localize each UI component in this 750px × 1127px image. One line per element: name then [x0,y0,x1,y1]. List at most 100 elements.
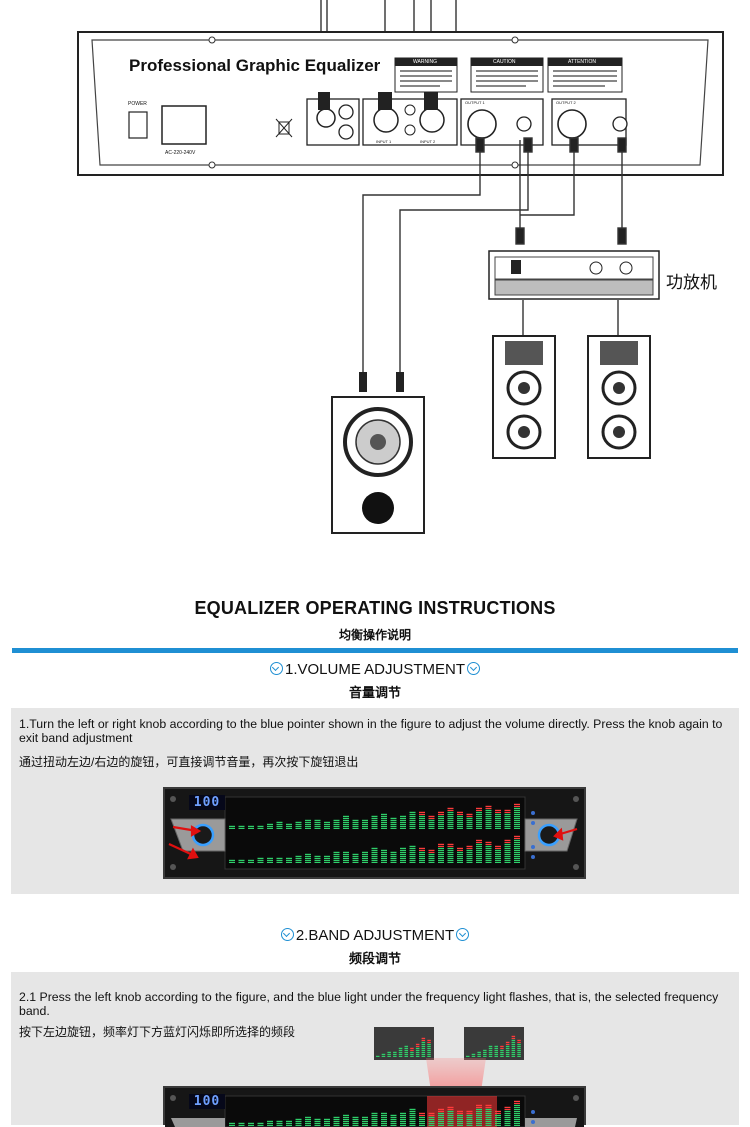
meter-segment [248,825,254,827]
meter-segment [428,859,435,861]
meter-segment [466,857,473,859]
meter-segment [476,839,482,841]
panel-title: Professional Graphic Equalizer [129,56,381,75]
meter-segment [438,1112,444,1114]
meter-segment [500,1045,504,1047]
meter-segment [286,823,292,825]
meter-segment [276,821,283,823]
meter-segment [457,1116,463,1118]
meter-segment [362,823,368,825]
meter-segment [390,817,397,819]
meter-segment [428,815,435,817]
meter-segment [409,821,416,823]
meter-segment [514,817,520,819]
meter-segment [267,861,273,863]
meter-segment [485,1118,492,1120]
meter-segment [495,845,501,847]
meter-segment [409,1110,416,1112]
meter-segment [485,805,492,807]
meter-segment [476,1106,482,1108]
meter-segment [476,1114,482,1116]
meter-segment [381,859,387,861]
meter-segment [514,837,520,839]
meter-segment [485,859,492,861]
meter-segment [488,1045,493,1047]
meter-segment [427,1051,431,1053]
meter-segment [305,853,311,855]
meter-segment [362,1116,368,1118]
meter-segment [514,821,520,823]
meter-segment [390,851,397,853]
meter-segment [504,857,511,859]
meter-segment [381,819,387,821]
meter-segment [466,853,473,855]
meter-segment [466,861,473,863]
meter-segment [305,1116,311,1118]
meter-segment [476,817,482,819]
meter-segment [500,1053,504,1055]
meter-segment [485,1106,492,1108]
meter-segment [362,861,368,863]
meter-segment [428,1116,435,1118]
left-knob[interactable] [191,823,215,847]
meter-segment [352,1120,359,1122]
meter-segment [514,1102,520,1104]
instructions-subtitle: 均衡操作说明 [338,628,411,642]
meter-segment [466,1110,473,1112]
meter-segment [511,1037,516,1039]
meter-segment [428,1122,435,1124]
meter-segment [352,1116,359,1118]
meter-segment [514,1110,520,1112]
meter-segment [333,1120,340,1122]
meter-segment [409,1114,416,1116]
meter-segment [400,855,406,857]
meter-segment [409,861,416,863]
meter-segment [419,861,425,863]
meter-segment [343,855,349,857]
meter-segment [476,843,482,845]
section1-title: 1.VOLUME ADJUSTMENT [0,661,750,678]
meter-segment [447,825,454,827]
meter-segment [305,1118,311,1120]
meter-segment [421,1049,426,1051]
meter-segment [314,1118,321,1120]
meter-segment [500,1047,504,1049]
meter-segment [447,849,454,851]
meter-segment [485,815,492,817]
meter-segment [419,851,425,853]
meter-segment [517,1055,521,1057]
meter-segment [314,1120,321,1122]
meter-segment [514,825,520,827]
meter-segment [371,817,378,819]
meter-segment [511,1053,516,1055]
meter-segment [381,821,387,823]
meter-segment [511,1035,516,1037]
meter-segment [400,1116,406,1118]
meter-segment [476,1112,482,1114]
meter-segment [276,823,283,825]
meter-segment [352,825,359,827]
band-display: 100 [189,1094,225,1109]
meter-segment [485,1122,492,1124]
meter-segment [333,823,340,825]
meter-segment [421,1053,426,1055]
meter-segment [504,847,511,849]
meter-segment [476,807,482,809]
meter-segment [415,1055,420,1057]
meter-segment [371,1112,378,1114]
meter-segment [381,815,387,817]
meter-segment [333,851,340,853]
meter-segment [466,1055,470,1057]
meter-segment [371,851,378,853]
meter-segment [362,1122,368,1124]
caution-label: CAUTION [493,59,516,65]
meter-segment [371,859,378,861]
meter-thumbnail-after [464,1027,524,1060]
meter-segment [514,1116,520,1118]
meter-segment [333,861,340,863]
meter-segment [390,853,397,855]
meter-segment [276,859,283,861]
meter-segment [398,1051,403,1053]
meter-segment [421,1037,426,1039]
meter-segment [409,847,416,849]
